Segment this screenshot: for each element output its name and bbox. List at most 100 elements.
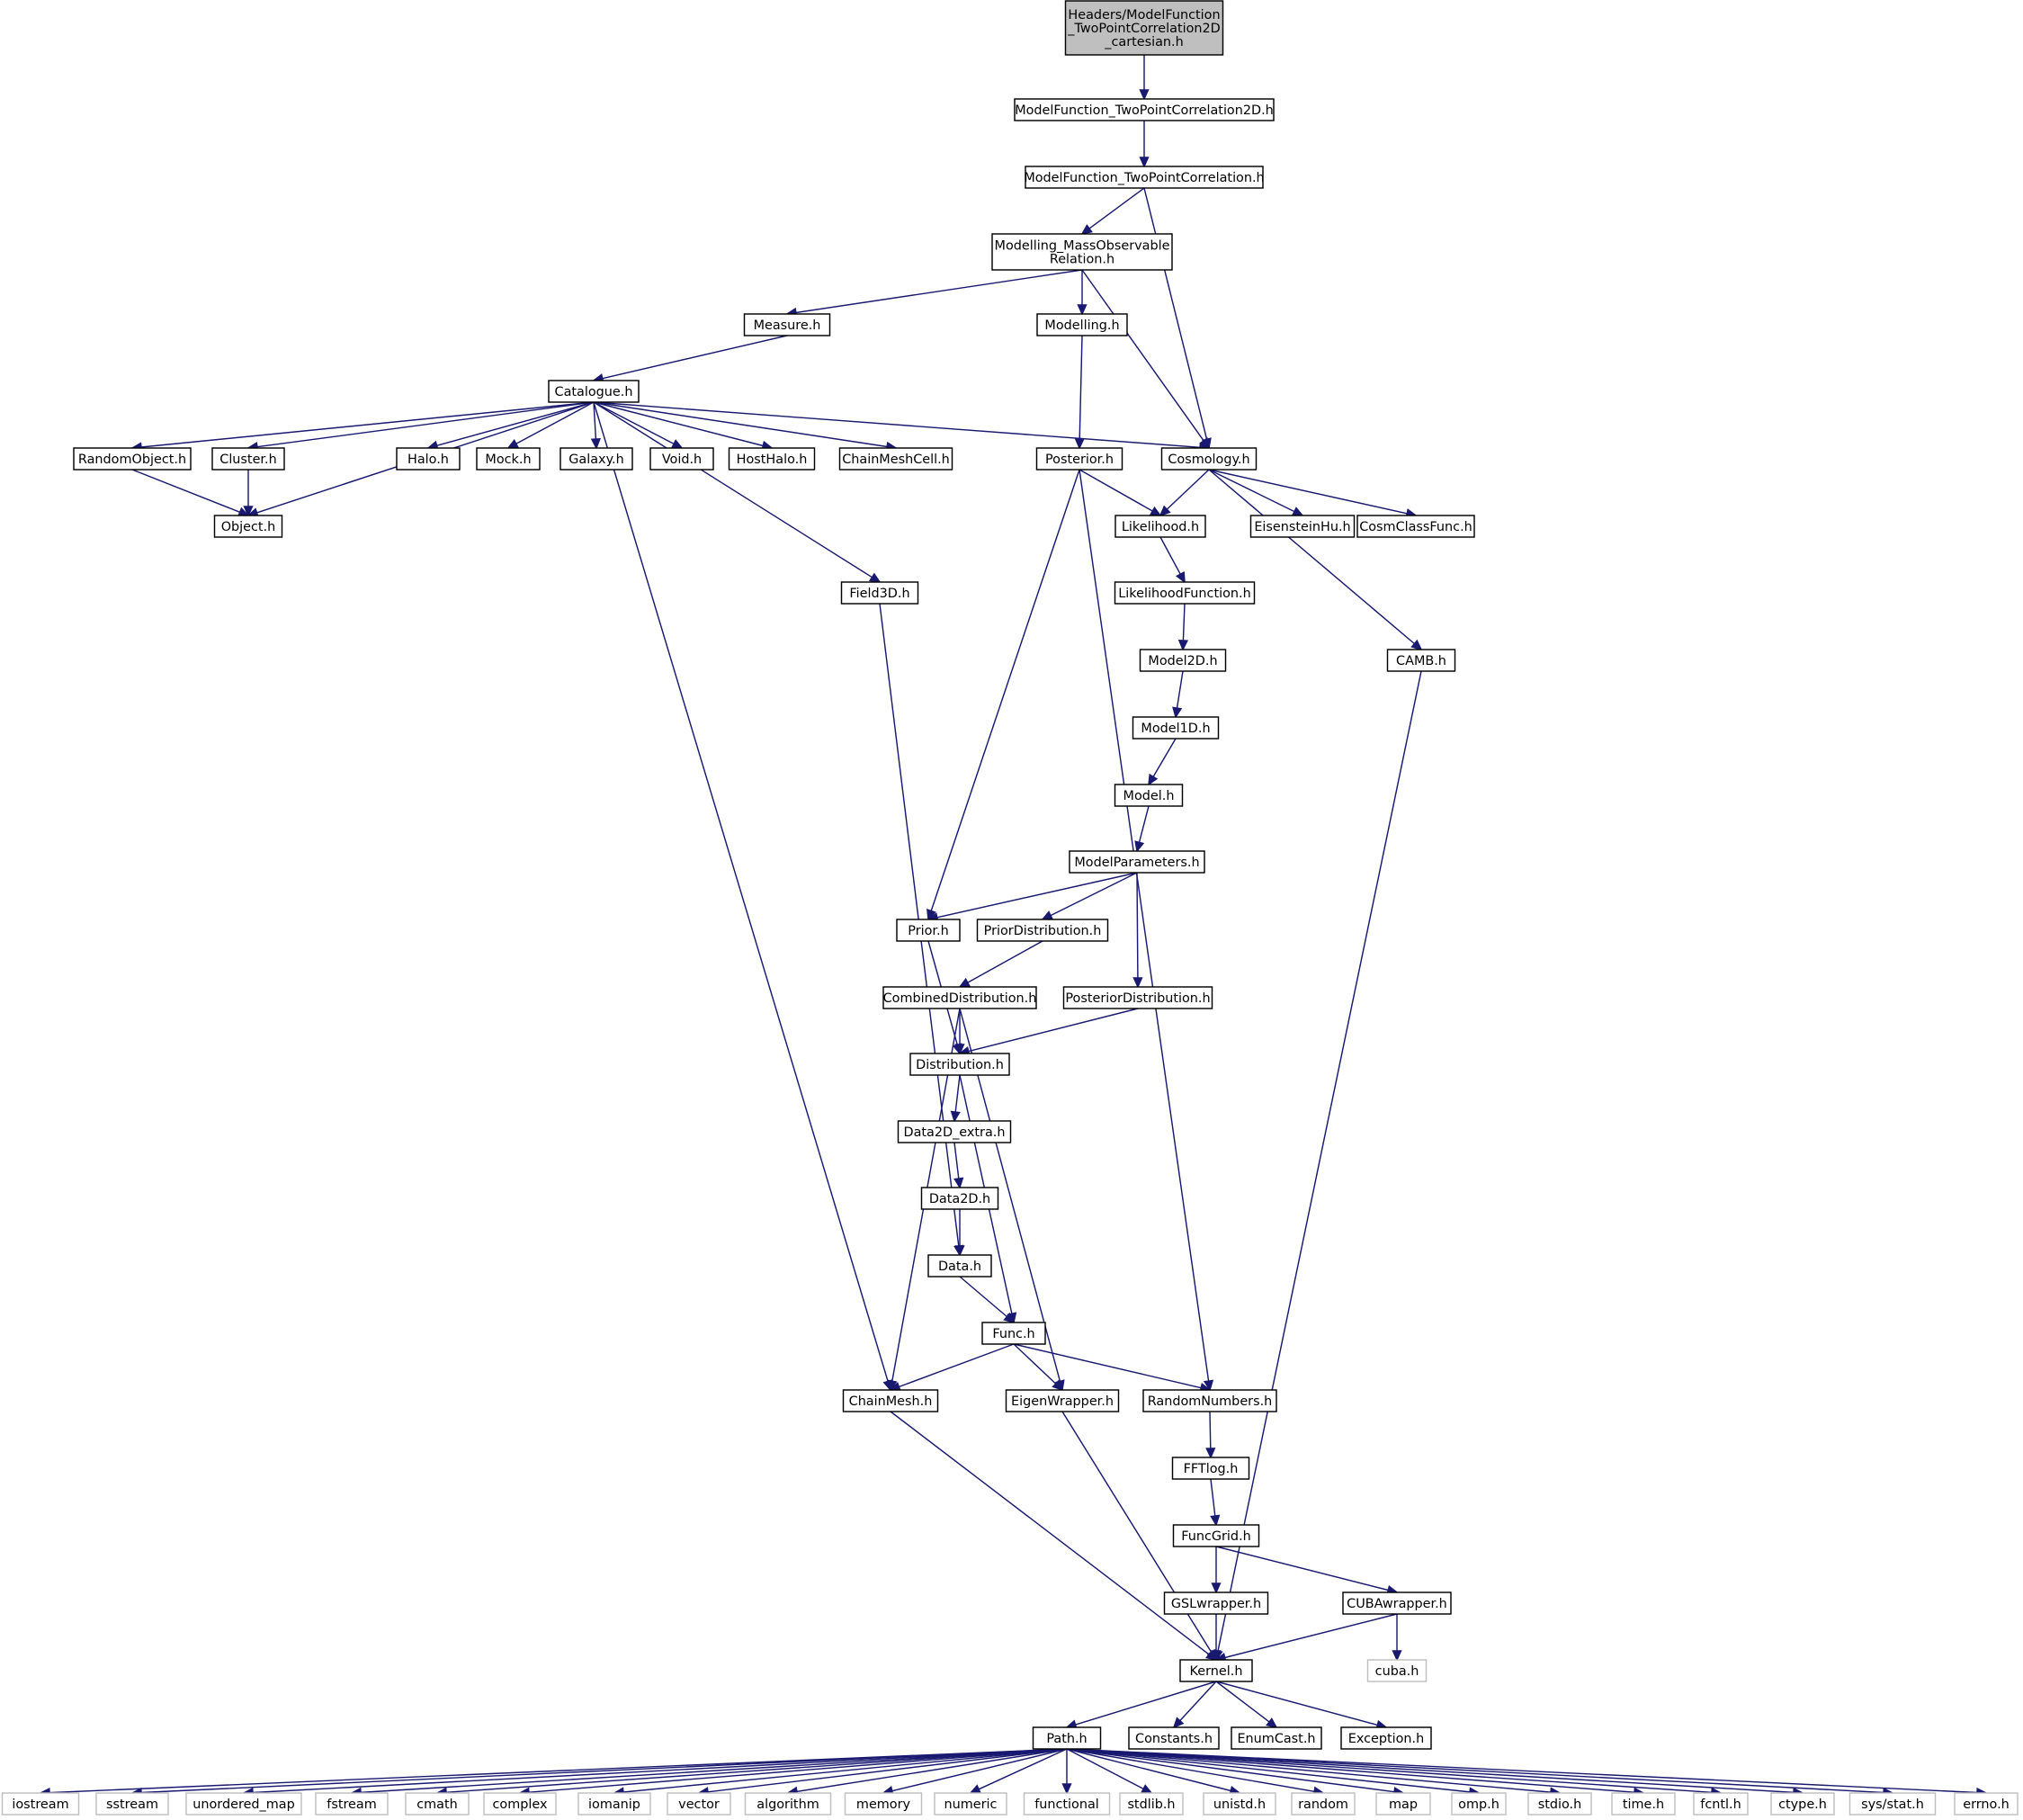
edge-arrowhead: [1410, 639, 1423, 651]
node-iostream[interactable]: iostream: [1, 1792, 80, 1816]
node-label: CosmClassFunc.h: [1359, 520, 1472, 534]
node-likelihoodfunction[interactable]: LikelihoodFunction.h: [1114, 581, 1256, 605]
node-cosmology[interactable]: Cosmology.h: [1160, 447, 1258, 471]
node-root[interactable]: Headers/ModelFunction_TwoPointCorrelatio…: [1064, 0, 1224, 56]
edge-line: [1152, 738, 1177, 777]
node-model1d[interactable]: Model1D.h: [1132, 716, 1220, 740]
node-label: iostream: [12, 1798, 68, 1812]
node-unordered_map[interactable]: unordered_map: [185, 1792, 302, 1816]
node-vector[interactable]: vector: [667, 1792, 731, 1816]
node-posteriordistribution[interactable]: PosteriorDistribution.h: [1062, 986, 1213, 1009]
node-label: Model1D.h: [1141, 722, 1210, 736]
node-label: numeric: [944, 1798, 998, 1812]
node-gslwrapper[interactable]: GSLwrapper.h: [1163, 1591, 1269, 1615]
node-cosmclassfunc[interactable]: CosmClassFunc.h: [1356, 515, 1475, 538]
node-void[interactable]: Void.h: [649, 447, 714, 471]
node-camb[interactable]: CAMB.h: [1386, 649, 1456, 672]
node-enumcast[interactable]: EnumCast.h: [1231, 1726, 1322, 1750]
node-errno[interactable]: errno.h: [1954, 1792, 2019, 1816]
node-mf[interactable]: ModelFunction_TwoPointCorrelation.h: [1024, 166, 1265, 189]
edge-modelling-to-posterior: [1074, 335, 1085, 450]
node-stdlib[interactable]: stdlib.h: [1119, 1792, 1184, 1816]
node-random[interactable]: random: [1291, 1792, 1356, 1816]
node-chainmesh[interactable]: ChainMesh.h: [842, 1389, 939, 1412]
node-model[interactable]: Model.h: [1114, 784, 1184, 807]
node-fstream[interactable]: fstream: [315, 1792, 389, 1816]
node-prior[interactable]: Prior.h: [896, 919, 961, 942]
node-halo[interactable]: Halo.h: [396, 447, 461, 471]
edge-model2d-to-model1d: [1172, 670, 1184, 719]
node-func[interactable]: Func.h: [981, 1322, 1046, 1345]
node-model2d[interactable]: Model2D.h: [1139, 649, 1227, 672]
edge-arrowhead: [950, 1110, 961, 1123]
node-constants[interactable]: Constants.h: [1128, 1726, 1220, 1750]
node-measure[interactable]: Measure.h: [743, 313, 831, 336]
node-likelihood[interactable]: Likelihood.h: [1114, 515, 1206, 538]
edge-arrowhead: [953, 1177, 964, 1189]
node-box: [991, 233, 1173, 271]
node-randomobject[interactable]: RandomObject.h: [73, 447, 192, 471]
edge-line: [593, 401, 675, 445]
node-eisensteinhu[interactable]: EisensteinHu.h: [1249, 515, 1356, 538]
node-combineddistribution[interactable]: CombinedDistribution.h: [882, 986, 1037, 1009]
node-catalogue[interactable]: Catalogue.h: [548, 380, 640, 403]
node-numeric[interactable]: numeric: [934, 1792, 1007, 1816]
node-field3d[interactable]: Field3D.h: [840, 581, 919, 605]
node-chainmeshcell[interactable]: ChainMeshCell.h: [838, 447, 953, 471]
edge-arrowhead: [1041, 910, 1054, 920]
node-cmath[interactable]: cmath: [405, 1792, 470, 1816]
node-iomanip[interactable]: iomanip: [577, 1792, 651, 1816]
node-cubawrapper[interactable]: CUBAwrapper.h: [1342, 1591, 1452, 1615]
edge-line: [936, 872, 1138, 919]
node-funcgrid[interactable]: FuncGrid.h: [1172, 1524, 1260, 1547]
node-box: [920, 1187, 999, 1210]
node-modelparameters[interactable]: ModelParameters.h: [1069, 850, 1205, 874]
node-priordistribution[interactable]: PriorDistribution.h: [976, 919, 1109, 942]
edge-arrowhead: [1003, 1312, 1016, 1324]
edge-line: [1066, 1748, 1231, 1792]
node-mf2d[interactable]: ModelFunction_TwoPointCorrelation2D.h: [1014, 98, 1275, 121]
node-kernel[interactable]: Kernel.h: [1179, 1659, 1253, 1682]
node-label: omp.h: [1458, 1798, 1499, 1812]
node-eigenwrapper[interactable]: EigenWrapper.h: [1005, 1389, 1120, 1412]
node-galaxy[interactable]: Galaxy.h: [559, 447, 633, 471]
node-label: time.h: [1623, 1798, 1664, 1812]
node-exception[interactable]: Exception.h: [1340, 1726, 1432, 1750]
node-randomnumbers[interactable]: RandomNumbers.h: [1142, 1389, 1277, 1412]
node-data2dextra[interactable]: Data2D_extra.h: [897, 1120, 1012, 1143]
node-box: [95, 1792, 169, 1816]
node-cluster[interactable]: Cluster.h: [211, 447, 285, 471]
node-label: errno.h: [1963, 1798, 2010, 1812]
node-data2d[interactable]: Data2D.h: [920, 1187, 999, 1210]
node-path[interactable]: Path.h: [1032, 1726, 1102, 1750]
node-stdio[interactable]: stdio.h: [1527, 1792, 1592, 1816]
node-modelling[interactable]: Modelling.h: [1036, 313, 1128, 336]
node-fcntl[interactable]: fcntl.h: [1693, 1792, 1749, 1816]
edge-line: [1066, 1748, 1471, 1793]
node-functional[interactable]: functional: [1023, 1792, 1111, 1816]
node-sstream[interactable]: sstream: [95, 1792, 169, 1816]
edge-line: [49, 1748, 1068, 1794]
node-posterior[interactable]: Posterior.h: [1035, 447, 1123, 471]
edge-arrowhead: [1172, 706, 1183, 719]
node-memory[interactable]: memory: [844, 1792, 923, 1816]
edge-modelparameters-to-prior: [926, 872, 1138, 923]
node-time[interactable]: time.h: [1611, 1792, 1676, 1816]
node-map[interactable]: map: [1375, 1792, 1431, 1816]
node-fftlog[interactable]: FFTlog.h: [1171, 1457, 1250, 1480]
node-cuba[interactable]: cuba.h: [1366, 1659, 1428, 1682]
node-complex[interactable]: complex: [483, 1792, 557, 1816]
node-mock[interactable]: Mock.h: [476, 447, 541, 471]
node-ctype[interactable]: ctype.h: [1770, 1792, 1835, 1816]
edge-model-to-modelparameters: [1134, 805, 1150, 853]
node-sysstat[interactable]: sys/stat.h: [1848, 1792, 1937, 1816]
node-unistd[interactable]: unistd.h: [1203, 1792, 1276, 1816]
node-hosthalo[interactable]: HostHalo.h: [728, 447, 816, 471]
node-distribution[interactable]: Distribution.h: [909, 1053, 1010, 1076]
node-omp[interactable]: omp.h: [1451, 1792, 1507, 1816]
node-algorithm[interactable]: algorithm: [744, 1792, 832, 1816]
node-object[interactable]: Object.h: [213, 515, 283, 538]
node-data[interactable]: Data.h: [927, 1254, 992, 1278]
